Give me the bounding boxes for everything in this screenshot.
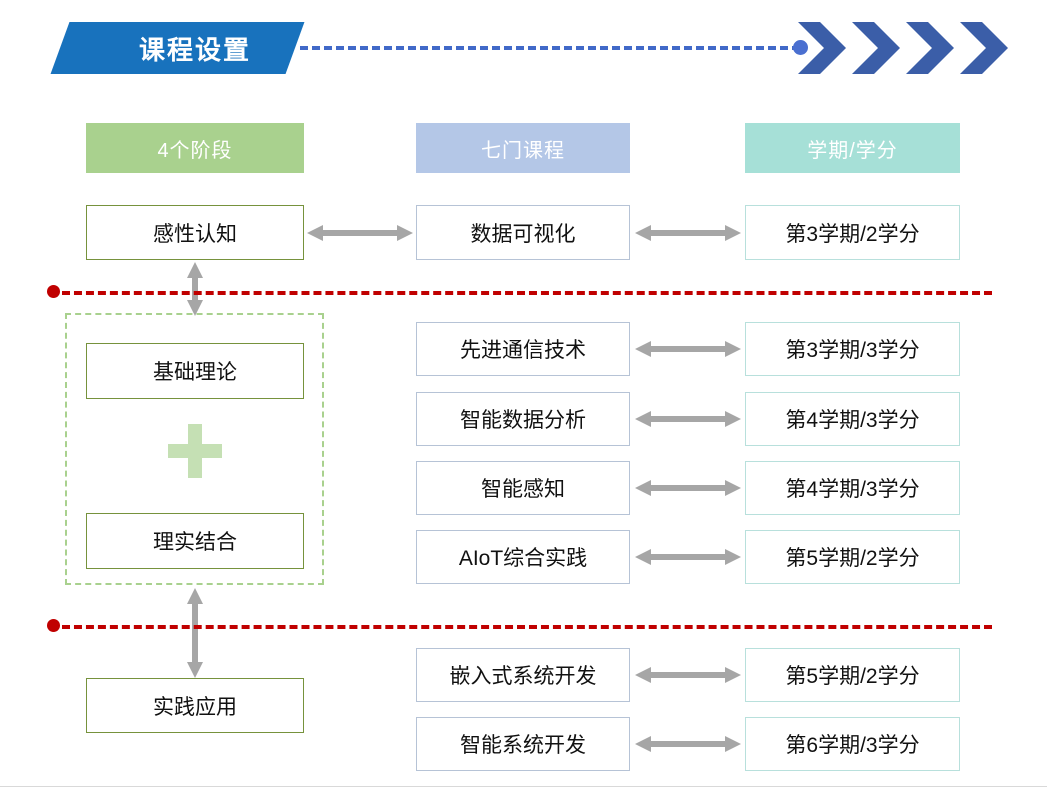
stage-box-fundamental-theory[interactable]: 基础理论 bbox=[86, 343, 304, 399]
double-arrow-horizontal-icon bbox=[635, 734, 741, 754]
stage-group-container bbox=[65, 313, 324, 585]
section-separator-bottom bbox=[62, 625, 992, 629]
banner-dot-icon bbox=[793, 40, 808, 55]
credit-box-5[interactable]: 第5学期/2学分 bbox=[745, 530, 960, 584]
column-header-courses: 七门课程 bbox=[416, 123, 630, 173]
chevron-right-icon bbox=[906, 22, 956, 74]
column-header-credits: 学期/学分 bbox=[745, 123, 960, 173]
credit-box-3[interactable]: 第4学期/3学分 bbox=[745, 392, 960, 446]
credit-box-6[interactable]: 第5学期/2学分 bbox=[745, 648, 960, 702]
bullet-dot-icon bbox=[47, 619, 60, 632]
plus-icon bbox=[168, 424, 222, 483]
stage-box-practical-application[interactable]: 实践应用 bbox=[86, 678, 304, 733]
double-arrow-vertical-icon bbox=[184, 262, 206, 316]
double-arrow-vertical-icon bbox=[184, 588, 206, 678]
course-box-2[interactable]: 先进通信技术 bbox=[416, 322, 630, 376]
course-box-5[interactable]: AIoT综合实践 bbox=[416, 530, 630, 584]
double-arrow-horizontal-icon bbox=[635, 409, 741, 429]
double-arrow-horizontal-icon bbox=[635, 547, 741, 567]
double-arrow-horizontal-icon bbox=[307, 223, 413, 243]
chevron-right-icon bbox=[798, 22, 848, 74]
chevron-right-icon bbox=[852, 22, 902, 74]
banner-dashed-line bbox=[300, 46, 800, 50]
double-arrow-horizontal-icon bbox=[635, 339, 741, 359]
credit-box-4[interactable]: 第4学期/3学分 bbox=[745, 461, 960, 515]
course-box-3[interactable]: 智能数据分析 bbox=[416, 392, 630, 446]
stage-box-theory-practice[interactable]: 理实结合 bbox=[86, 513, 304, 569]
course-box-4[interactable]: 智能感知 bbox=[416, 461, 630, 515]
chevron-right-icon bbox=[960, 22, 1010, 74]
course-box-7[interactable]: 智能系统开发 bbox=[416, 717, 630, 771]
credit-box-1[interactable]: 第3学期/2学分 bbox=[745, 205, 960, 260]
credit-box-2[interactable]: 第3学期/3学分 bbox=[745, 322, 960, 376]
stage-box-perceptual-cognition[interactable]: 感性认知 bbox=[86, 205, 304, 260]
column-header-stages: 4个阶段 bbox=[86, 123, 304, 173]
bottom-rule bbox=[0, 786, 1047, 787]
course-box-1[interactable]: 数据可视化 bbox=[416, 205, 630, 260]
double-arrow-horizontal-icon bbox=[635, 665, 741, 685]
double-arrow-horizontal-icon bbox=[635, 478, 741, 498]
credit-box-7[interactable]: 第6学期/3学分 bbox=[745, 717, 960, 771]
course-box-6[interactable]: 嵌入式系统开发 bbox=[416, 648, 630, 702]
double-arrow-horizontal-icon bbox=[635, 223, 741, 243]
section-separator-top bbox=[62, 291, 992, 295]
page-title: 课程设置 bbox=[138, 34, 251, 65]
bullet-dot-icon bbox=[47, 285, 60, 298]
